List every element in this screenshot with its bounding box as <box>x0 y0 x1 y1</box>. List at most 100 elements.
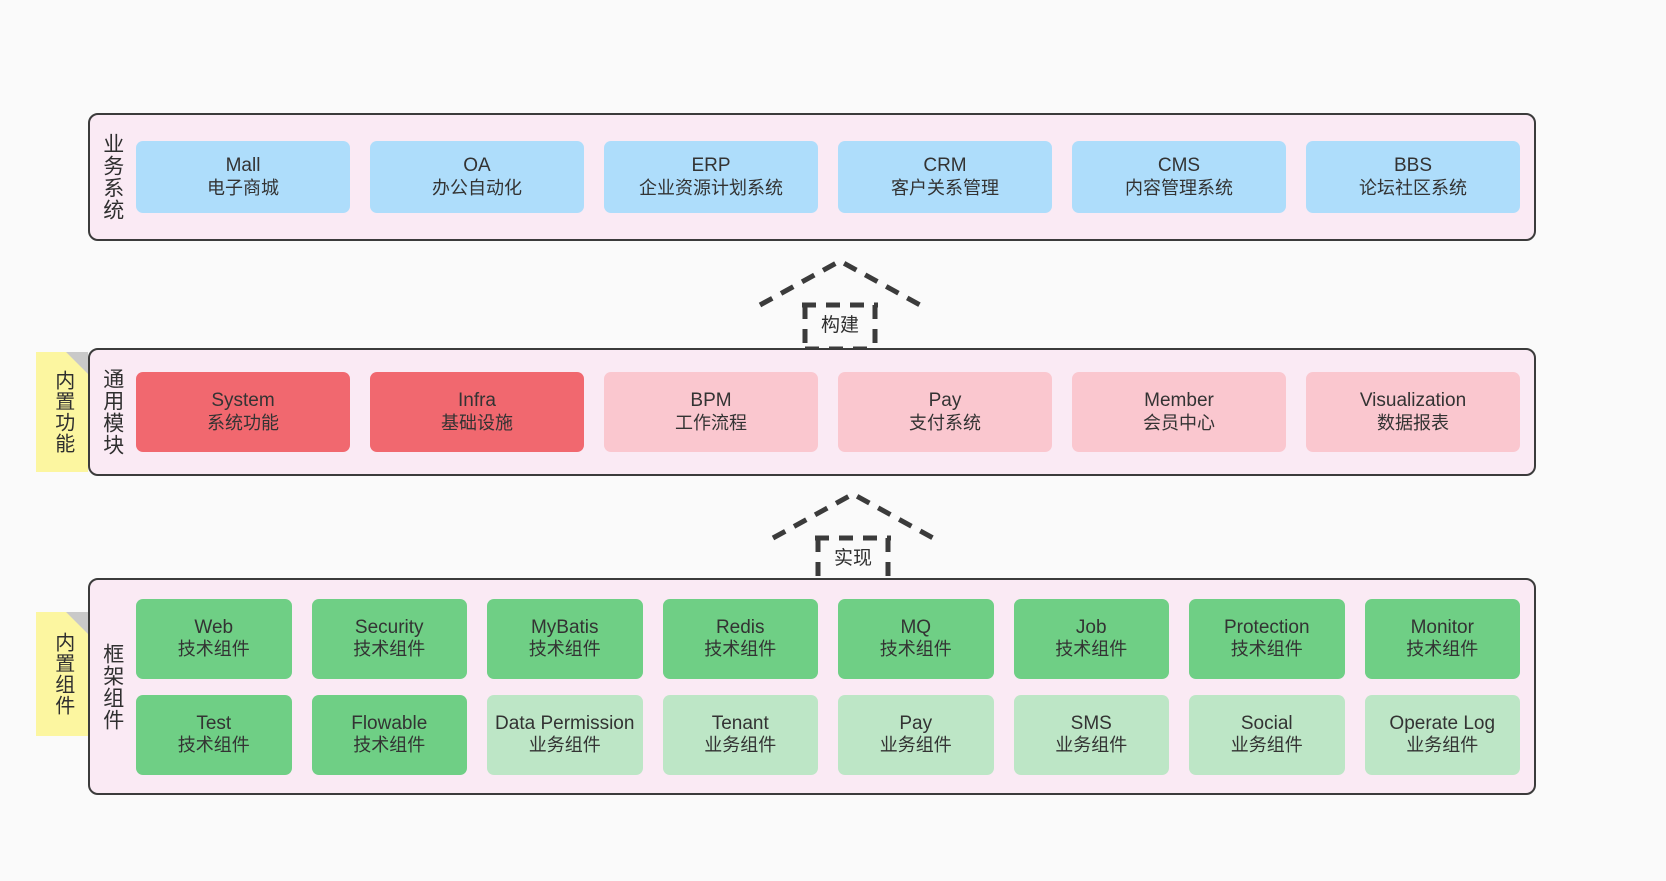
module-card-mybatis[interactable]: MyBatis 技术组件 <box>487 599 643 679</box>
module-card-visualization[interactable]: Visualization 数据报表 <box>1306 372 1520 452</box>
module-card-security[interactable]: Security 技术组件 <box>312 599 468 679</box>
module-card-crm[interactable]: CRM 客户关系管理 <box>838 141 1052 213</box>
module-name: BPM <box>690 389 731 412</box>
module-name: Test <box>196 712 231 735</box>
module-name: Social <box>1241 712 1293 735</box>
module-subtitle: 技术组件 <box>529 639 601 661</box>
connector-build: 构建 <box>755 253 925 353</box>
module-subtitle: 技术组件 <box>1055 639 1127 661</box>
module-card-member[interactable]: Member 会员中心 <box>1072 372 1286 452</box>
module-subtitle: 电子商城 <box>207 178 279 200</box>
layer-title-framework: 框架组件 <box>90 580 134 793</box>
module-name: Flowable <box>351 712 427 735</box>
module-name: ERP <box>691 154 730 177</box>
module-subtitle: 数据报表 <box>1377 413 1449 435</box>
module-card-bbs[interactable]: BBS 论坛社区系统 <box>1306 141 1520 213</box>
module-name: BBS <box>1394 154 1432 177</box>
module-card-redis[interactable]: Redis 技术组件 <box>663 599 819 679</box>
module-card-sms[interactable]: SMS 业务组件 <box>1014 695 1170 775</box>
module-card-oa[interactable]: OA 办公自动化 <box>370 141 584 213</box>
module-subtitle: 业务组件 <box>880 735 952 757</box>
module-card-tenant[interactable]: Tenant 业务组件 <box>663 695 819 775</box>
module-subtitle: 系统功能 <box>207 413 279 435</box>
module-name: CRM <box>923 154 966 177</box>
sticky-note-builtin-function: 内置功能 <box>36 352 88 472</box>
module-name: Visualization <box>1360 389 1466 412</box>
module-card-test[interactable]: Test 技术组件 <box>136 695 292 775</box>
layer-title-business: 业务系统 <box>90 115 134 239</box>
module-card-cms[interactable]: CMS 内容管理系统 <box>1072 141 1286 213</box>
module-name: OA <box>463 154 490 177</box>
module-card-monitor[interactable]: Monitor 技术组件 <box>1365 599 1521 679</box>
module-name: Data Permission <box>495 712 634 735</box>
module-name: CMS <box>1158 154 1200 177</box>
module-card-bpm[interactable]: BPM 工作流程 <box>604 372 818 452</box>
layer-title-common: 通用模块 <box>90 350 134 474</box>
module-card-system[interactable]: System 系统功能 <box>136 372 350 452</box>
module-card-mq[interactable]: MQ 技术组件 <box>838 599 994 679</box>
module-subtitle: 业务组件 <box>529 735 601 757</box>
module-name: SMS <box>1071 712 1112 735</box>
module-name: Pay <box>929 389 962 412</box>
module-card-web[interactable]: Web 技术组件 <box>136 599 292 679</box>
module-name: Job <box>1076 616 1107 639</box>
module-card-flowable[interactable]: Flowable 技术组件 <box>312 695 468 775</box>
module-card-protection[interactable]: Protection 技术组件 <box>1189 599 1345 679</box>
module-card-pay-component[interactable]: Pay 业务组件 <box>838 695 994 775</box>
layer-common-module: 通用模块 System 系统功能 Infra 基础设施 BPM 工作流程 Pay… <box>88 348 1536 476</box>
module-subtitle: 办公自动化 <box>432 178 522 200</box>
module-subtitle: 技术组件 <box>178 735 250 757</box>
module-card-job[interactable]: Job 技术组件 <box>1014 599 1170 679</box>
module-name: Pay <box>899 712 932 735</box>
layer-row: System 系统功能 Infra 基础设施 BPM 工作流程 Pay 支付系统… <box>136 372 1520 452</box>
module-name: Tenant <box>712 712 769 735</box>
module-subtitle: 业务组件 <box>1055 735 1127 757</box>
module-subtitle: 客户关系管理 <box>891 178 999 200</box>
module-name: Redis <box>716 616 765 639</box>
module-subtitle: 技术组件 <box>178 639 250 661</box>
module-subtitle: 企业资源计划系统 <box>639 178 783 200</box>
module-card-social[interactable]: Social 业务组件 <box>1189 695 1345 775</box>
layer-body-business: Mall 电子商城 OA 办公自动化 ERP 企业资源计划系统 CRM 客户关系… <box>134 115 1534 239</box>
module-subtitle: 论坛社区系统 <box>1359 178 1467 200</box>
layer-body-common: System 系统功能 Infra 基础设施 BPM 工作流程 Pay 支付系统… <box>134 350 1534 474</box>
module-subtitle: 技术组件 <box>880 639 952 661</box>
module-name: System <box>211 389 274 412</box>
module-card-infra[interactable]: Infra 基础设施 <box>370 372 584 452</box>
layer-body-framework: Web 技术组件 Security 技术组件 MyBatis 技术组件 Redi… <box>134 580 1534 793</box>
sticky-note-builtin-component: 内置组件 <box>36 612 88 736</box>
layer-framework-component: 框架组件 Web 技术组件 Security 技术组件 MyBatis 技术组件… <box>88 578 1536 795</box>
module-subtitle: 技术组件 <box>353 639 425 661</box>
module-subtitle: 支付系统 <box>909 413 981 435</box>
module-name: Infra <box>458 389 496 412</box>
module-name: Protection <box>1224 616 1310 639</box>
module-card-pay[interactable]: Pay 支付系统 <box>838 372 1052 452</box>
module-subtitle: 内容管理系统 <box>1125 178 1233 200</box>
module-name: Security <box>355 616 424 639</box>
module-subtitle: 业务组件 <box>1406 735 1478 757</box>
module-name: Mall <box>226 154 261 177</box>
layer-row: Test 技术组件 Flowable 技术组件 Data Permission … <box>136 695 1520 775</box>
layer-row: Web 技术组件 Security 技术组件 MyBatis 技术组件 Redi… <box>136 599 1520 679</box>
module-subtitle: 技术组件 <box>353 735 425 757</box>
module-name: Web <box>194 616 233 639</box>
sticky-note-label: 内置功能 <box>50 370 74 454</box>
module-name: MQ <box>900 616 931 639</box>
module-subtitle: 技术组件 <box>1231 639 1303 661</box>
module-card-operate-log[interactable]: Operate Log 业务组件 <box>1365 695 1521 775</box>
module-subtitle: 会员中心 <box>1143 413 1215 435</box>
module-name: Member <box>1144 389 1214 412</box>
sticky-note-label: 内置组件 <box>50 632 74 716</box>
module-subtitle: 工作流程 <box>675 413 747 435</box>
connector-implement: 实现 <box>768 486 938 586</box>
layer-row: Mall 电子商城 OA 办公自动化 ERP 企业资源计划系统 CRM 客户关系… <box>136 141 1520 213</box>
module-subtitle: 基础设施 <box>441 413 513 435</box>
module-card-data-permission[interactable]: Data Permission 业务组件 <box>487 695 643 775</box>
module-subtitle: 技术组件 <box>1406 639 1478 661</box>
module-subtitle: 业务组件 <box>1231 735 1303 757</box>
module-name: Operate Log <box>1389 712 1495 735</box>
module-card-erp[interactable]: ERP 企业资源计划系统 <box>604 141 818 213</box>
module-card-mall[interactable]: Mall 电子商城 <box>136 141 350 213</box>
module-subtitle: 业务组件 <box>704 735 776 757</box>
generalization-arrow-icon <box>768 486 938 586</box>
